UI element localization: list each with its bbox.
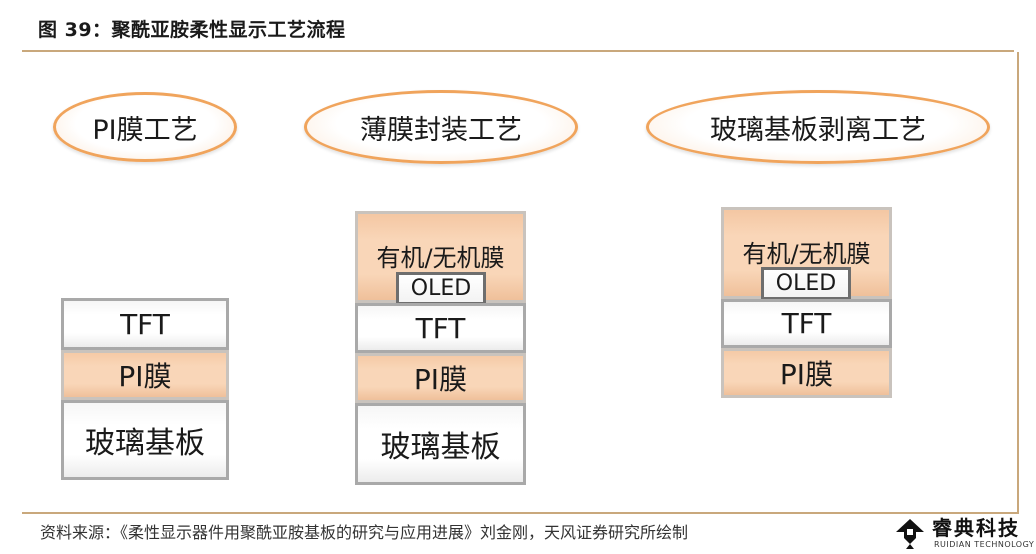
brand-subtitle: RUIDIAN TECHNOLOGY	[934, 540, 1035, 549]
layer-tft: TFT	[355, 303, 526, 353]
stage-label-glass-substrate-peel-off: 玻璃基板剥离工艺	[646, 90, 990, 164]
frame-bottom-border	[22, 512, 1019, 514]
layer-glass-substrate: 玻璃基板	[355, 403, 526, 485]
layer-pi-film: PI膜	[355, 353, 526, 403]
figure-title: 图 39：聚酰亚胺柔性显示工艺流程	[38, 19, 346, 41]
brand-name: 睿典科技	[932, 516, 1020, 540]
brand-logo-icon	[896, 519, 924, 549]
layer-tft: TFT	[721, 299, 892, 348]
diagram-canvas: PI膜工艺 TFT PI膜 玻璃基板 薄膜封装工艺 有机/无机膜 OLED TF…	[24, 52, 1014, 512]
frame-right-border	[1017, 52, 1019, 514]
layer-oled: OLED	[396, 272, 486, 305]
title-divider	[22, 50, 1014, 52]
source-note: 资料来源：《柔性显示器件用聚酰亚胺基板的研究与应用进展》刘金刚，天风证券研究所绘…	[40, 523, 689, 542]
layer-oled: OLED	[761, 267, 851, 300]
layer-tft: TFT	[61, 298, 229, 350]
stage-label-pi-film: PI膜工艺	[53, 92, 237, 162]
stage-label-thin-film-encapsulation: 薄膜封装工艺	[304, 90, 578, 164]
layer-pi-film: PI膜	[721, 348, 892, 398]
brand-watermark: 睿典科技 RUIDIAN TECHNOLOGY	[892, 510, 1034, 554]
layer-pi-film: PI膜	[61, 350, 229, 400]
layer-glass-substrate: 玻璃基板	[61, 400, 229, 480]
layer-organic-inorganic-film: 有机/无机膜	[721, 207, 892, 299]
